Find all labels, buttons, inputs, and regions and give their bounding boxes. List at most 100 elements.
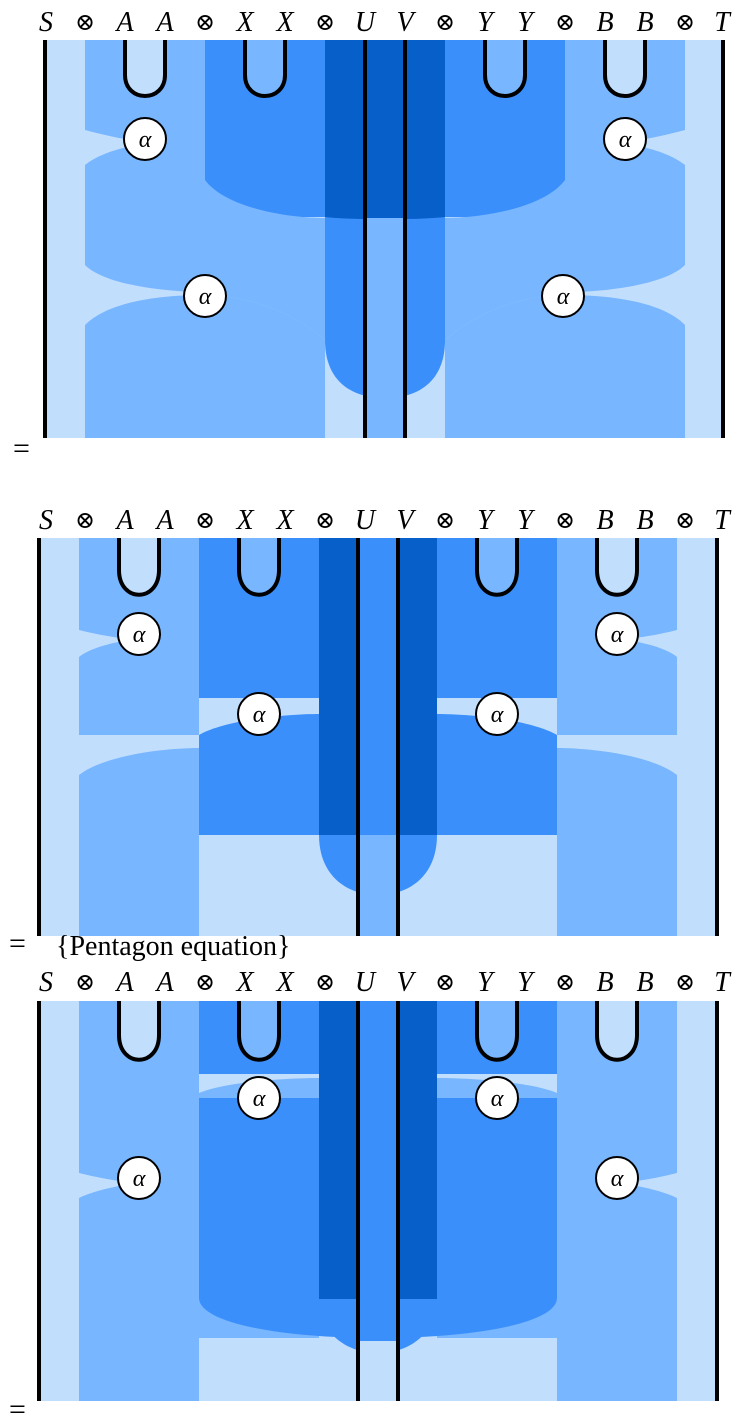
diagram-1-alpha-node-3: α — [183, 274, 227, 318]
header-label: T — [714, 505, 732, 536]
diagram-2-dark-right-band — [398, 538, 437, 835]
header-label: ⊗ — [435, 970, 455, 996]
header-label: B — [596, 967, 613, 998]
header-label: B — [596, 7, 613, 38]
diagram-2-left-middle-a — [79, 635, 199, 735]
diagram-1-lower-bubble-b — [445, 140, 565, 340]
header-label: A — [114, 7, 134, 38]
header-label: A — [154, 967, 174, 998]
header-label: Y — [477, 967, 496, 998]
equals-sign-2: = — [9, 927, 26, 960]
header-label: Y — [477, 505, 496, 536]
diagram-3-left-a-region — [79, 1001, 199, 1184]
header-label: X — [275, 967, 294, 998]
header-label: Y — [477, 7, 496, 38]
diagram-3-right-cup-b — [595, 1001, 639, 1062]
diagram-1-bottom-outer-region — [85, 295, 325, 438]
diagram-2-alpha-node-2: α — [595, 612, 639, 656]
diagram-3-right-cup-y — [475, 1001, 519, 1062]
diagram-2-left-cup-a — [117, 538, 161, 597]
diagram-3-left-lower-region — [79, 1178, 199, 1401]
diagram-3-left-cup-a — [117, 1001, 161, 1062]
diagram-1-left-cup-x — [243, 40, 287, 98]
header-label: Y — [517, 505, 536, 536]
alpha-label: α — [491, 702, 504, 728]
header-label: A — [114, 505, 134, 536]
header-label: ⊗ — [195, 970, 215, 996]
header-label: X — [275, 505, 294, 536]
header-label: X — [235, 505, 254, 536]
diagram-1-alpha-node-1: α — [123, 117, 167, 161]
header-label: ⊗ — [75, 508, 95, 534]
header-label: U — [355, 7, 377, 38]
diagram-3-alpha-node-1: α — [237, 1076, 281, 1120]
header-label: S — [39, 505, 53, 536]
diagram-3-center-light-gap — [358, 1341, 398, 1401]
header-label: ⊗ — [555, 10, 575, 36]
diagram-1-lower-bubble-a — [205, 140, 325, 340]
header-label: ⊗ — [75, 970, 95, 996]
header-label: ⊗ — [75, 10, 95, 36]
diagram-3: α α α α — [37, 1001, 719, 1401]
header-label: V — [396, 967, 416, 998]
diagram-3-dark-right-band — [398, 1001, 437, 1299]
alpha-label: α — [199, 284, 212, 310]
header-label: X — [275, 7, 294, 38]
header-3: S ⊗ A A ⊗ X X ⊗ U V ⊗ Y Y ⊗ B B ⊗ T — [39, 967, 732, 998]
diagram-2-right-cup-y — [475, 538, 519, 597]
diagram-2-alpha-node-3: α — [237, 692, 281, 736]
header-label: U — [355, 505, 377, 536]
header-label: ⊗ — [435, 508, 455, 534]
diagram-3-right-mid-block — [437, 1098, 557, 1298]
diagram-1-bottom-right-region — [445, 295, 685, 438]
header-label: Y — [517, 967, 536, 998]
header-label: T — [714, 967, 732, 998]
diagram-3-dark-left-band — [319, 1001, 358, 1299]
header-label: ⊗ — [195, 508, 215, 534]
header-label: A — [154, 505, 174, 536]
header-label: ⊗ — [315, 970, 335, 996]
header-label: ⊗ — [435, 10, 455, 36]
header-label: S — [39, 7, 53, 38]
header-label: ⊗ — [675, 508, 695, 534]
header-label: ⊗ — [555, 508, 575, 534]
diagram-3-right-lower-region — [557, 1178, 677, 1401]
diagram-2-center-light-gap — [358, 835, 398, 936]
pentagon-equation-label: {Pentagon equation} — [56, 931, 291, 962]
diagram-1-middle-light-gap — [365, 218, 405, 438]
header-label: U — [355, 967, 377, 998]
alpha-label: α — [139, 127, 152, 153]
diagram-2: α α α α — [37, 538, 719, 936]
diagram-2-dark-left-band — [319, 538, 358, 835]
diagram-3-alpha-node-3: α — [117, 1156, 161, 1200]
diagram-2-right-middle-b — [557, 635, 677, 735]
diagram-3-center-band — [358, 1001, 398, 1341]
diagram-3-alpha-node-4: α — [595, 1156, 639, 1200]
alpha-label: α — [557, 284, 570, 310]
diagram-2-alpha-node-1: α — [117, 612, 161, 656]
alpha-label: α — [253, 702, 266, 728]
diagram-2-right-lower-b — [557, 748, 677, 936]
diagram-1-alpha-node-4: α — [541, 274, 585, 318]
diagram-2-right-cup-b — [595, 538, 639, 597]
header-label: B — [636, 967, 653, 998]
diagram-1-right-cup-b — [603, 40, 647, 98]
header-label: X — [235, 7, 254, 38]
equals-sign-1: = — [13, 432, 30, 465]
diagram-3-left-cup-x — [237, 1001, 281, 1062]
header-label: X — [235, 967, 254, 998]
alpha-label: α — [611, 1166, 624, 1192]
header-label: Y — [517, 7, 536, 38]
equals-sign-3: = — [9, 1393, 26, 1421]
diagram-1-left-cup-a — [123, 40, 167, 98]
diagram-1-alpha-node-2: α — [603, 117, 647, 161]
alpha-label: α — [611, 622, 624, 648]
header-label: ⊗ — [315, 10, 335, 36]
header-label: V — [396, 505, 416, 536]
diagram-3-alpha-node-2: α — [475, 1076, 519, 1120]
header-label: V — [396, 7, 416, 38]
alpha-label: α — [491, 1086, 504, 1112]
diagram-2-left-cup-x — [237, 538, 281, 597]
diagram-2-alpha-node-4: α — [475, 692, 519, 736]
